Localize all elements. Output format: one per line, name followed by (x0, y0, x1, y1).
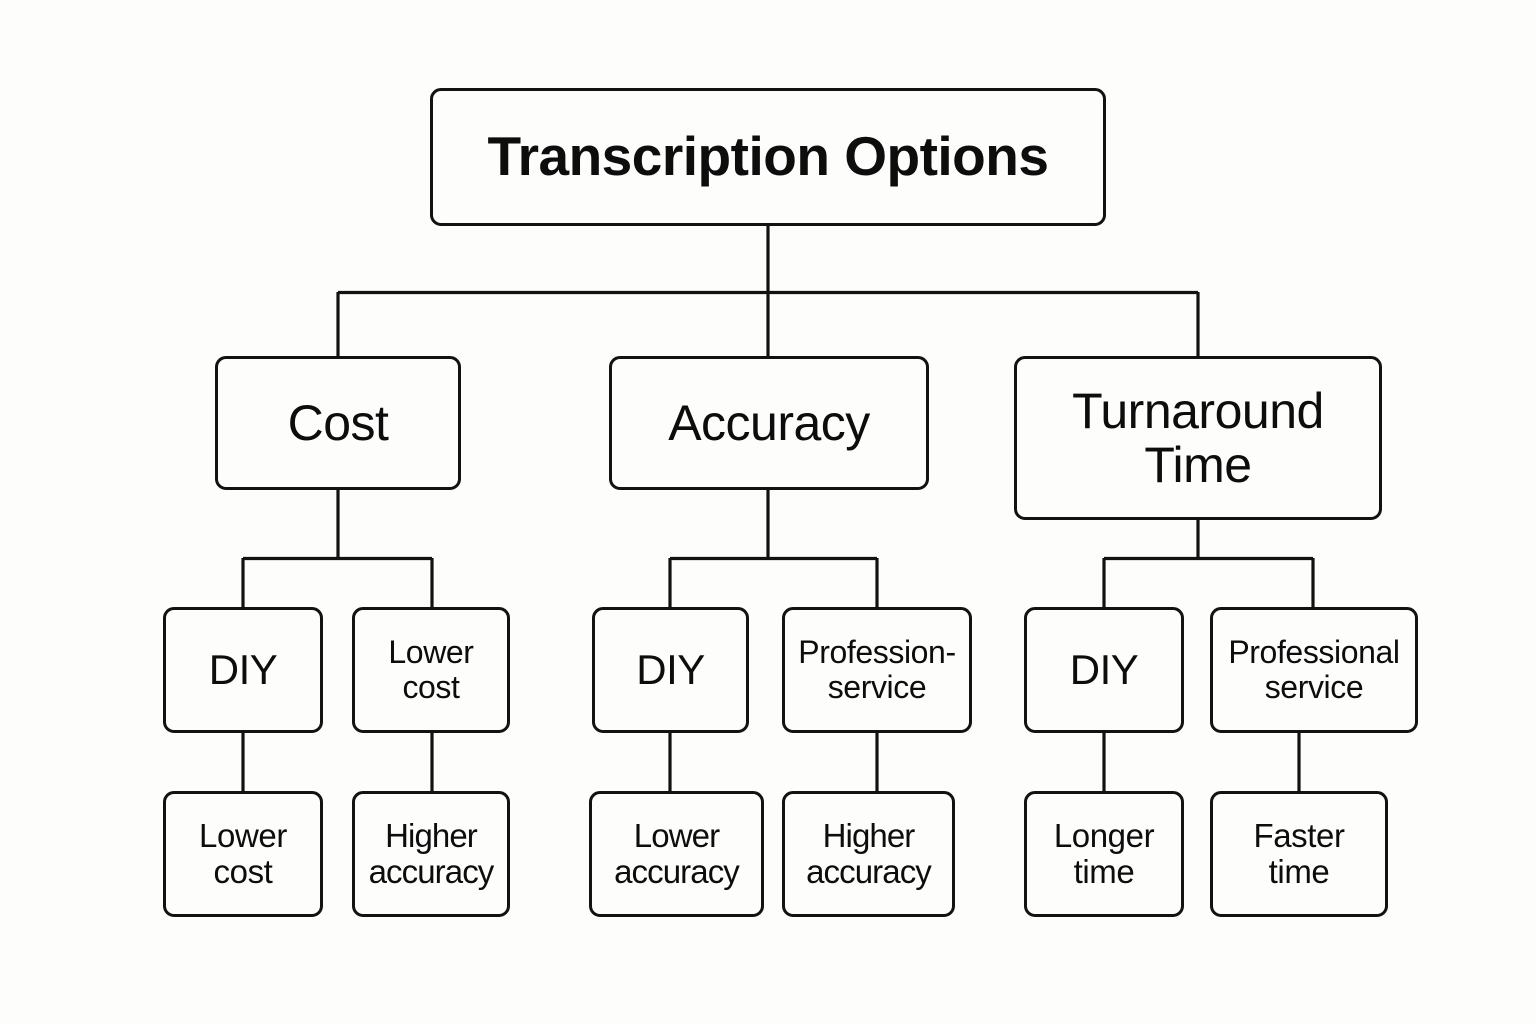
node-leaf-turnaround-longer-time[interactable]: Longer time (1024, 791, 1184, 917)
node-cost-lower-cost[interactable]: Lower cost (352, 607, 510, 733)
node-branch-turnaround-time[interactable]: Turnaround Time (1014, 356, 1382, 520)
node-turnaround-professional-service[interactable]: Professional service (1210, 607, 1418, 733)
node-leaf-turnaround-faster-time[interactable]: Faster time (1210, 791, 1388, 917)
node-branch-accuracy[interactable]: Accuracy (609, 356, 929, 490)
node-leaf-cost-lower-cost[interactable]: Lower cost (163, 791, 323, 917)
node-accuracy-profession-service[interactable]: Profession- service (782, 607, 972, 733)
node-cost-diy[interactable]: DIY (163, 607, 323, 733)
node-accuracy-diy[interactable]: DIY (592, 607, 749, 733)
node-leaf-accuracy-lower-accuracy[interactable]: Lower accuracy (589, 791, 764, 917)
node-leaf-accuracy-higher-accuracy[interactable]: Higher accuracy (782, 791, 955, 917)
node-branch-cost[interactable]: Cost (215, 356, 461, 490)
node-leaf-cost-higher-accuracy[interactable]: Higher accuracy (352, 791, 510, 917)
node-root-transcription-options[interactable]: Transcription Options (430, 88, 1106, 226)
node-turnaround-diy[interactable]: DIY (1024, 607, 1184, 733)
